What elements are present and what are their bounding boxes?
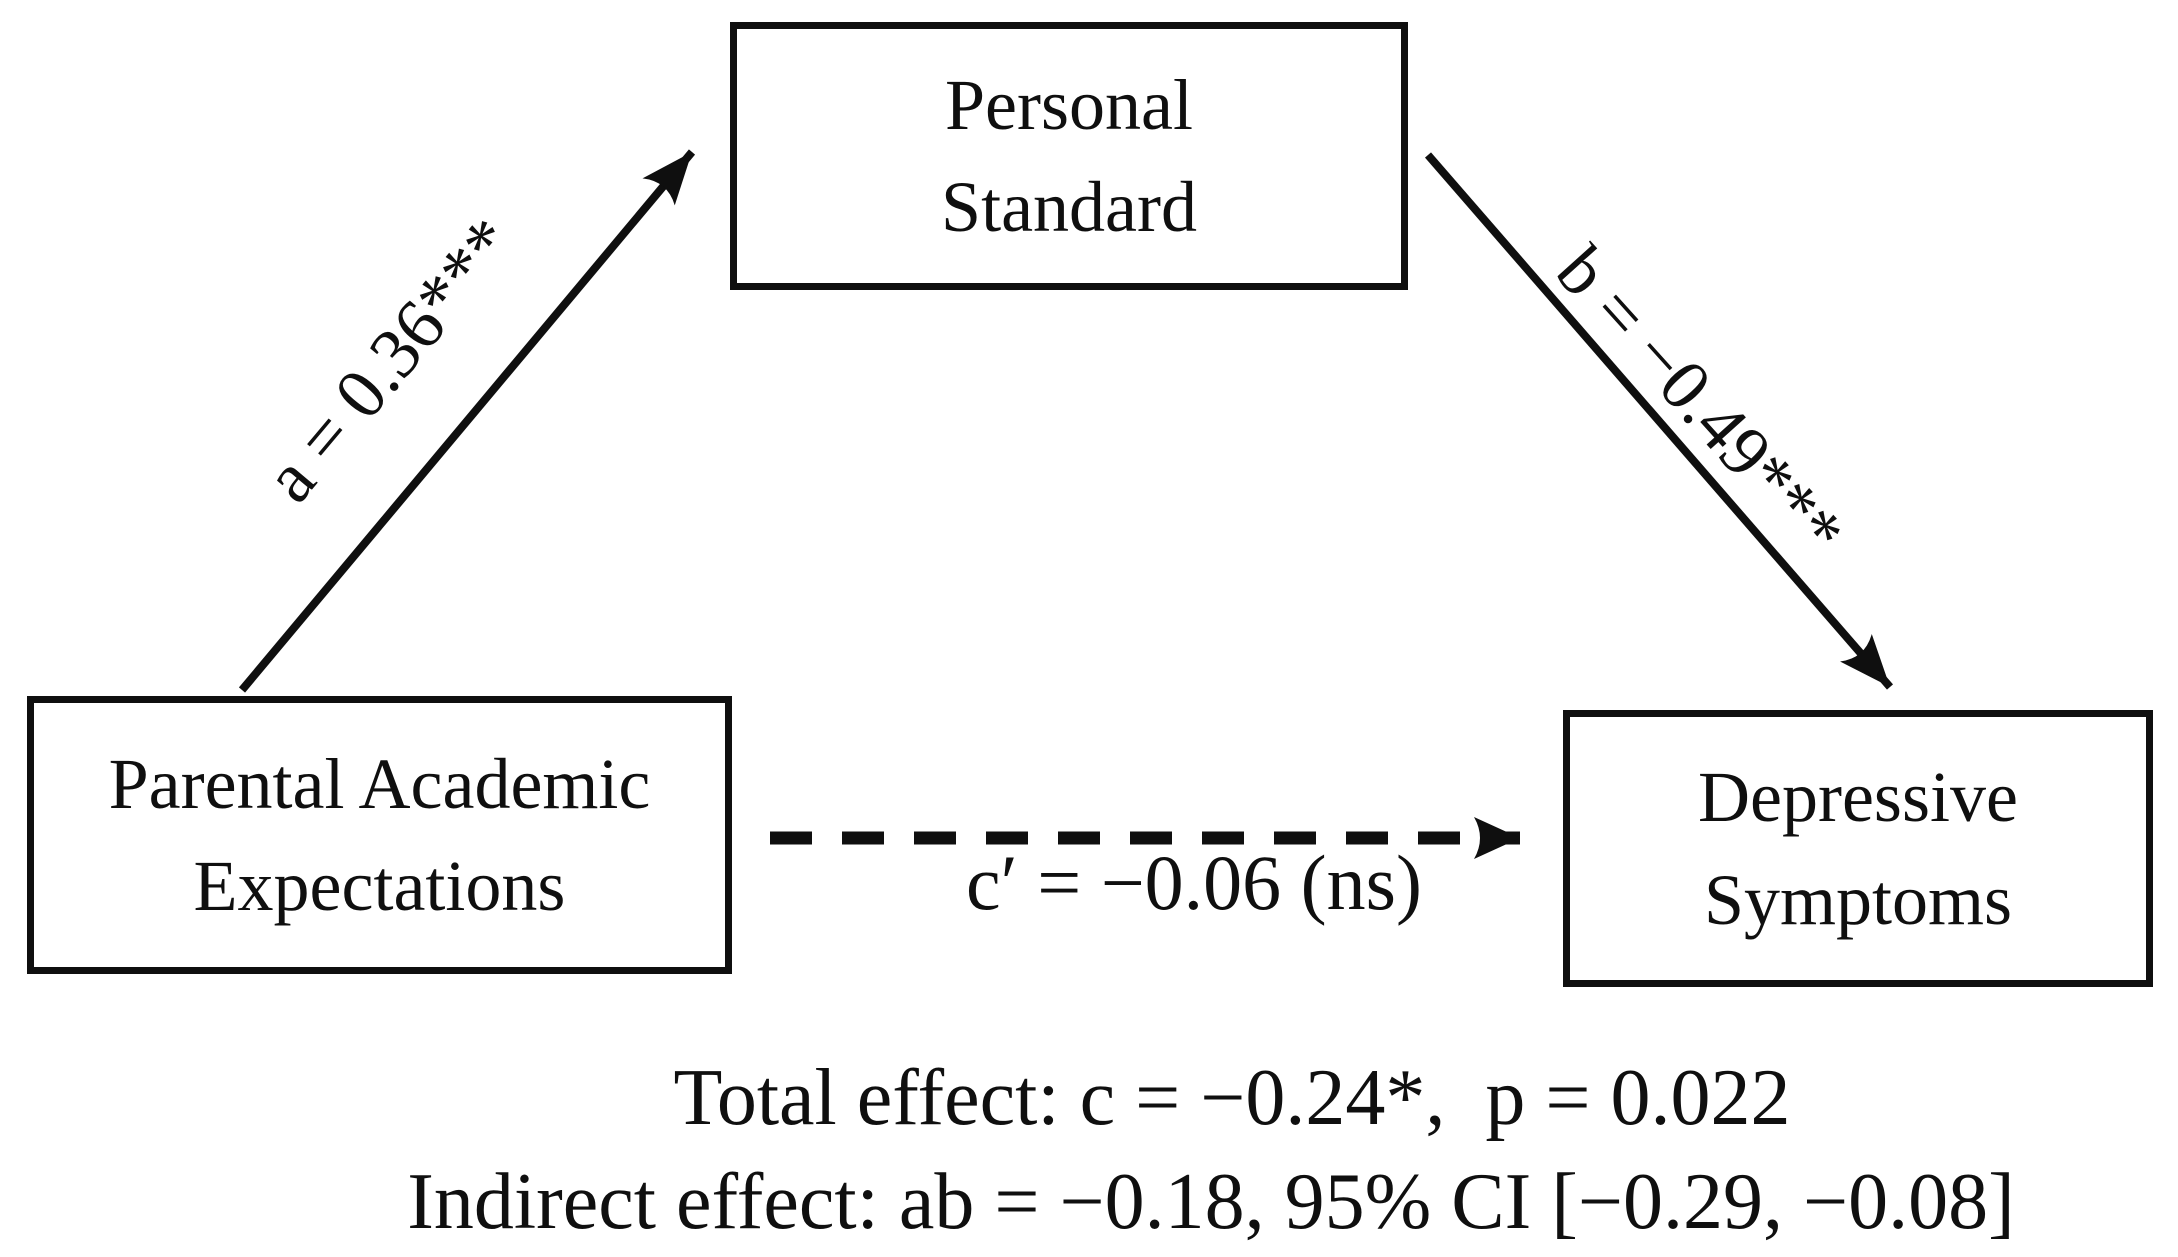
predictor-box: Parental Academic Expectations [27,696,732,974]
predictor-label: Parental Academic Expectations [108,743,651,926]
path-b-arrow [1424,152,1894,690]
path-a-arrow [238,149,696,693]
outcome-label: Depressive Symptoms [1698,757,2018,940]
mediator-box: Personal Standard [730,22,1408,290]
total-effect-text: Total effect: c = −0.24*, p = 0.022 [673,1054,1791,1142]
outcome-box: Depressive Symptoms [1563,710,2153,987]
indirect-effect-text: Indirect effect: ab = −0.18, 95% CI [−0.… [407,1158,2015,1246]
mediator-label: Personal Standard [941,64,1197,247]
path-c-prime-label: c′ = −0.06 (ns) [966,839,1422,926]
